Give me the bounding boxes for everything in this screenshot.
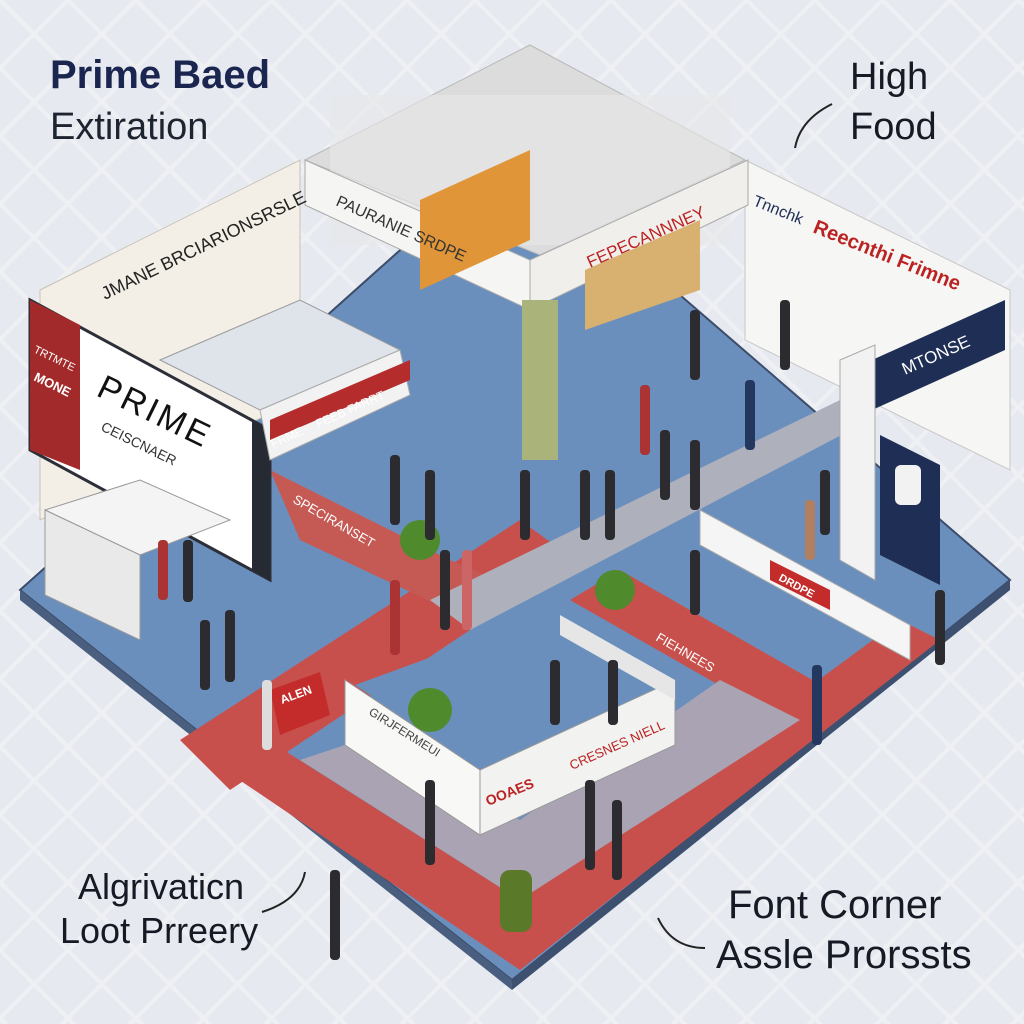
back-wall-right — [744, 159, 1011, 471]
callout-line-bottom-left — [261, 871, 306, 913]
grey-walkway-center — [430, 400, 870, 630]
red-aisle-front — [210, 620, 940, 970]
bottom-right-label-line1: Font Corner — [728, 883, 942, 927]
top-right-label-line2: Food — [850, 106, 937, 148]
plant-right — [595, 570, 635, 610]
callout-line-top-right — [794, 103, 833, 149]
pedestal — [270, 672, 330, 735]
visitors — [158, 300, 945, 960]
callout-line-bottom-right — [657, 917, 706, 949]
bottom-right-label-line2: Assle Prorssts — [716, 933, 972, 977]
prime-booth-red-panel — [30, 300, 80, 470]
title-line2: Extiration — [50, 106, 209, 148]
red-aisle-left — [270, 470, 520, 620]
bottom-left-label-line2: Loot Prreery — [60, 910, 259, 951]
center-booth-display — [420, 150, 530, 290]
red-aisle-right — [570, 570, 830, 720]
bin — [500, 870, 532, 932]
right-gate — [850, 300, 1005, 420]
bottom-left-label-line1: Algrivaticn — [78, 866, 245, 907]
title-line1: Prime Baed — [50, 53, 271, 97]
top-right-label-line1: High — [850, 56, 929, 98]
plant-inner — [408, 688, 452, 732]
